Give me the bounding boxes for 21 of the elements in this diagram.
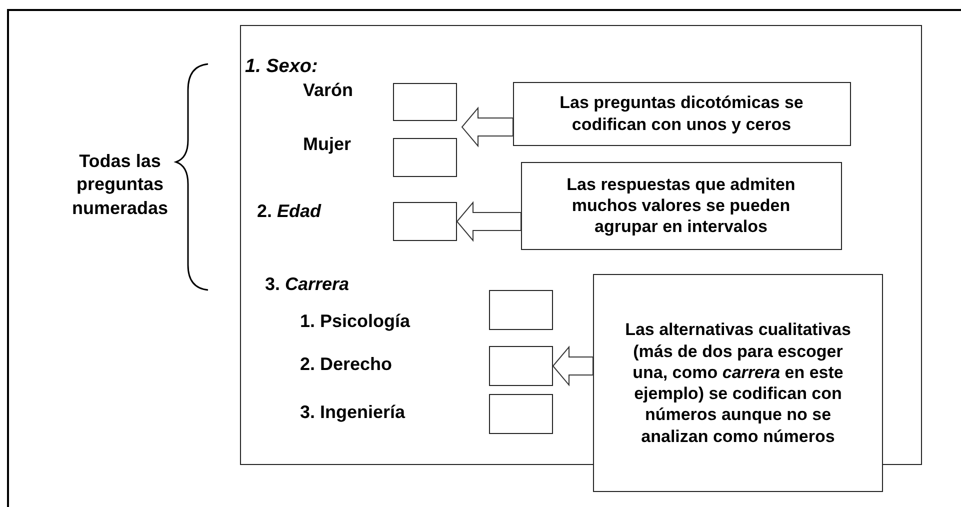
option-label: 1. Psicología: [300, 311, 410, 332]
note-box: Las preguntas dicotómicas se codifican con unos y ceros: [512, 82, 850, 146]
bracket-label: Todas las preguntas numeradas: [70, 150, 170, 220]
question-label: 1. Sexo:: [245, 56, 318, 78]
block-arrow: [552, 346, 594, 386]
question-label: 2. Edad: [257, 201, 322, 222]
block-arrow: [456, 201, 522, 242]
answer-box: [392, 202, 456, 240]
answer-box: [392, 82, 456, 120]
option-label: 2. Derecho: [300, 354, 392, 375]
option-label: 3. Ingeniería: [300, 402, 406, 423]
answer-box: [488, 394, 552, 434]
option-label: Mujer: [303, 134, 352, 155]
answer-box: [488, 346, 552, 386]
question-label: 3. Carrera: [265, 274, 350, 295]
option-label: Varón: [303, 80, 354, 101]
answer-box: [392, 138, 456, 176]
block-arrow: [461, 106, 514, 148]
note-box: Las respuestas que admiten muchos valores se pueden agrupar en intervalos: [520, 162, 842, 250]
answer-box: [488, 290, 552, 330]
note-box: Las alternativas cualitativas (más de dos para escoger una, como carrera en este ejemplo) se codifican con números aunque no se analizan como números: [593, 274, 883, 492]
